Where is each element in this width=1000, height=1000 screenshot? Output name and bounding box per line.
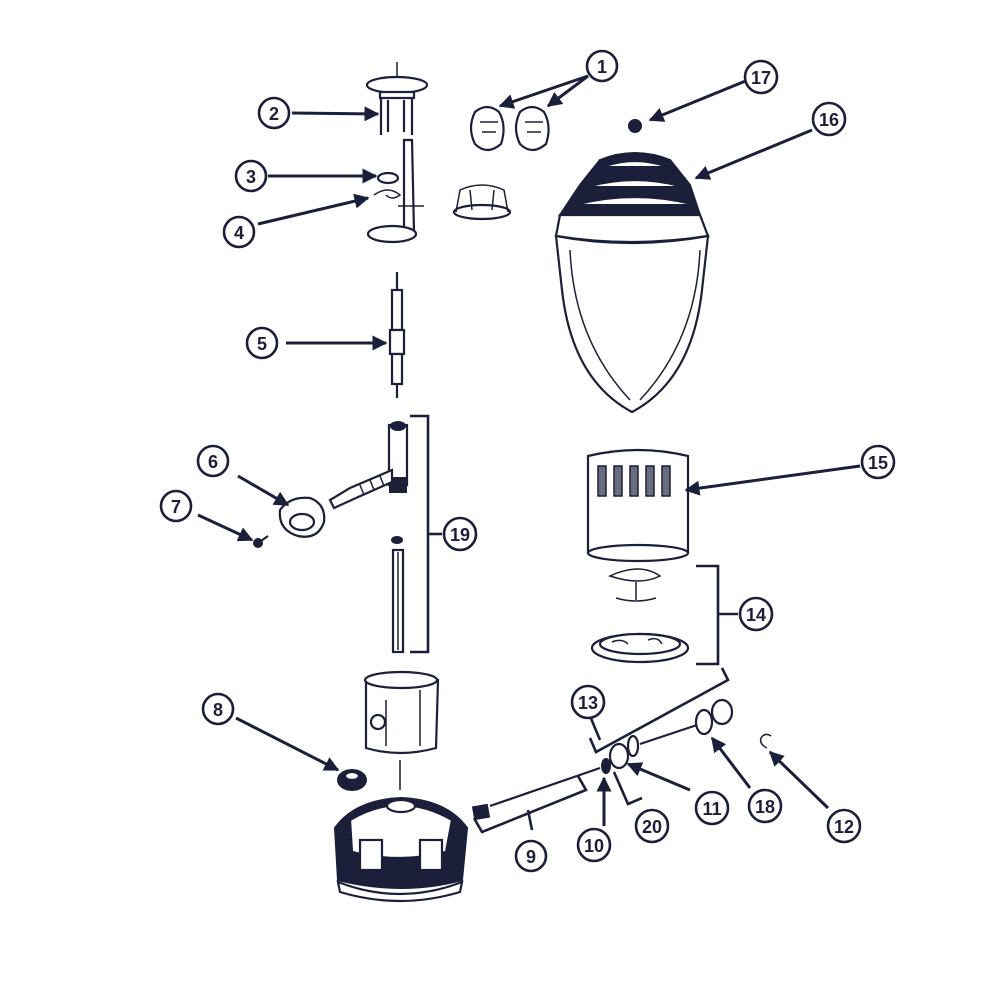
globe-base-part [586,448,690,563]
callout-label-6: 6 [208,452,218,472]
callout-17: 17 [743,59,779,95]
callout-5: 5 [245,326,279,360]
callout-6: 6 [196,444,230,478]
callout-label-1: 1 [597,57,607,77]
callout-11: 11 [694,790,730,826]
callout-label-19: 19 [450,525,470,545]
ventilator-part [554,119,710,244]
valve-assembly-part [328,421,409,654]
collar-assembly-part [590,568,690,664]
callout-label-14: 14 [746,605,766,625]
callout-label-9: 9 [526,847,536,867]
callout-18: 18 [747,788,783,824]
callout-1: 1 [585,49,619,83]
bracket-20 [612,771,643,806]
pump-assembly-part [601,698,772,774]
gallery-part [452,184,512,221]
fount-collar-part [363,670,440,790]
fount-part [333,796,469,903]
callout-label-8: 8 [213,700,223,720]
callout-label-13: 13 [578,693,598,713]
callout-8: 8 [201,692,235,726]
callout-label-3: 3 [246,167,256,187]
bracket-14 [696,564,738,666]
callout-10: 10 [576,827,612,863]
callout-label-11: 11 [702,799,721,819]
pump-tube-part [471,766,601,821]
callout-label-18: 18 [755,797,775,817]
callout-20: 20 [634,808,670,844]
callout-label-16: 16 [819,110,839,130]
callout-16: 16 [811,101,847,137]
callout-14: 14 [738,596,774,632]
callout-label-20: 20 [642,817,662,837]
callout-3: 3 [234,159,268,193]
callout-label-2: 2 [269,104,279,124]
callout-15: 15 [860,444,896,480]
callout-4: 4 [222,215,256,249]
bracket-19 [410,414,442,654]
callout-12: 12 [826,808,862,844]
callout-label-4: 4 [234,223,244,243]
callout-13: 13 [570,684,606,720]
callout-label-17: 17 [751,68,771,88]
callout-19: 19 [442,516,478,552]
leader-lines [197,74,861,826]
bracket-13 [588,667,730,754]
callout-9: 9 [514,839,548,873]
mantle-pair-part [469,105,550,152]
globe-part [554,234,710,414]
callout-label-5: 5 [257,334,267,354]
fill-cap-part [337,769,367,791]
callout-2: 2 [257,96,291,130]
callout-label-7: 7 [171,497,181,517]
callout-label-10: 10 [584,836,604,856]
callout-label-15: 15 [868,453,888,473]
burner-frame-part [365,62,429,244]
generator-part [388,272,406,398]
bracket-9 [472,775,588,834]
control-knob-part [253,496,326,548]
callout-7: 7 [159,489,193,523]
callout-label-12: 12 [834,817,854,837]
